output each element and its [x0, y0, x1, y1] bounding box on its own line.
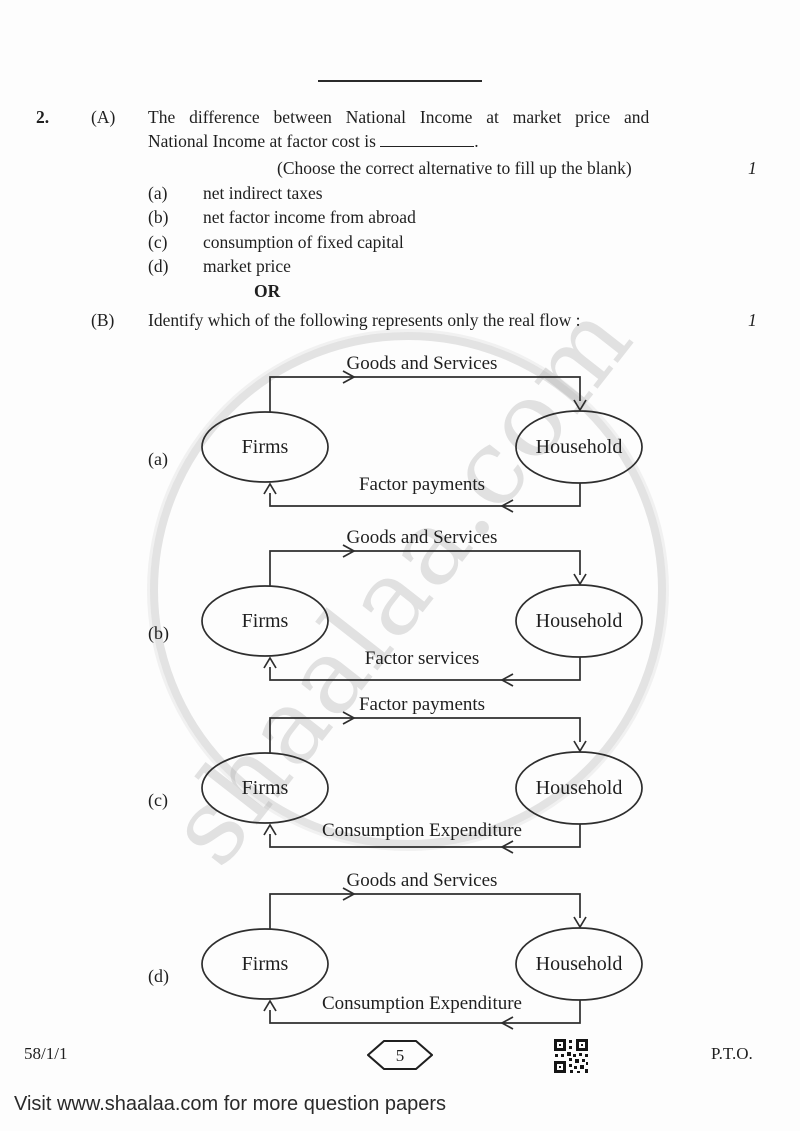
diagram-c-letter: (c) — [148, 790, 168, 811]
or-separator: OR — [254, 281, 281, 301]
option-b-letter: (b) — [148, 207, 169, 227]
diagram-b-letter: (b) — [148, 623, 169, 644]
part-b-marks: 1 — [748, 310, 757, 330]
diagram-b-household-node: Household — [536, 610, 623, 632]
part-a-label: (A) — [91, 107, 116, 127]
part-a-line2-period: . — [474, 131, 479, 151]
diagram-d-bottom-flow-label: Consumption Expenditure — [322, 993, 522, 1014]
top-divider-rule — [318, 80, 482, 82]
diagram-a-bottom-flow-label: Factor payments — [359, 474, 485, 495]
diagram-a-letter: (a) — [148, 449, 168, 470]
option-b-text: net factor income from abroad — [203, 207, 416, 227]
diagram-b-firms-node: Firms — [242, 610, 289, 632]
diagram-a-firms-node: Firms — [242, 436, 289, 458]
pto-label: P.T.O. — [711, 1044, 753, 1063]
diagram-b-arrows — [201, 544, 643, 687]
option-c-letter: (c) — [148, 232, 168, 252]
page-number: 5 — [396, 1046, 405, 1065]
diagram-c-firms-node: Firms — [242, 777, 289, 799]
part-a-line2-text: National Income at factor cost is — [148, 131, 381, 151]
diagram-d-top-flow-label: Goods and Services — [347, 870, 498, 891]
diagram-a-top-flow-label: Goods and Services — [347, 353, 498, 374]
fill-in-blank — [380, 132, 475, 147]
part-b-label: (B) — [91, 310, 115, 330]
diagram-d-letter: (d) — [148, 966, 169, 987]
option-c-text: consumption of fixed capital — [203, 232, 404, 252]
part-a-line2: National Income at factor cost is . — [148, 131, 479, 153]
circular-flow-diagram-b: Goods and Services Firms Household Facto… — [148, 527, 643, 687]
option-a-letter: (a) — [148, 183, 168, 203]
diagram-d-firms-node: Firms — [242, 953, 289, 975]
question-number: 2. — [36, 107, 50, 127]
option-d-text: market price — [203, 256, 291, 276]
promo-link[interactable]: Visit www.shaalaa.com for more question … — [14, 1093, 447, 1115]
diagram-a-arrows — [201, 370, 643, 513]
part-a-marks: 1 — [748, 158, 757, 178]
option-d-letter: (d) — [148, 256, 169, 276]
qr-code-icon — [554, 1039, 588, 1073]
part-a-line1: The difference between National Income a… — [148, 107, 650, 127]
diagram-d-arrows — [201, 887, 643, 1030]
watermark-circle — [150, 332, 666, 848]
diagram-c-bottom-flow-label: Consumption Expenditure — [322, 820, 522, 841]
circular-flow-diagram-d: Goods and Services Firms Household Consu… — [148, 870, 643, 1030]
diagram-d-household-node: Household — [536, 953, 623, 975]
diagram-c-arrows — [201, 711, 643, 854]
diagram-b-bottom-flow-label: Factor services — [365, 648, 479, 669]
paper-code: 58/1/1 — [24, 1044, 68, 1063]
circular-flow-diagram-c: Factor payments Firms Household Consumpt… — [148, 694, 643, 854]
diagram-c-household-node: Household — [536, 777, 623, 799]
circular-flow-diagram-a: Goods and Services Firms Household Facto… — [148, 353, 643, 513]
part-a-hint: (Choose the correct alternative to fill … — [277, 158, 632, 178]
diagram-a-household-node: Household — [536, 436, 623, 458]
page-number-badge: 5 — [367, 1040, 433, 1070]
diagram-c-top-flow-label: Factor payments — [359, 694, 485, 715]
diagram-b-top-flow-label: Goods and Services — [347, 527, 498, 548]
option-a-text: net indirect taxes — [203, 183, 323, 203]
part-b-prompt: Identify which of the following represen… — [148, 310, 581, 330]
